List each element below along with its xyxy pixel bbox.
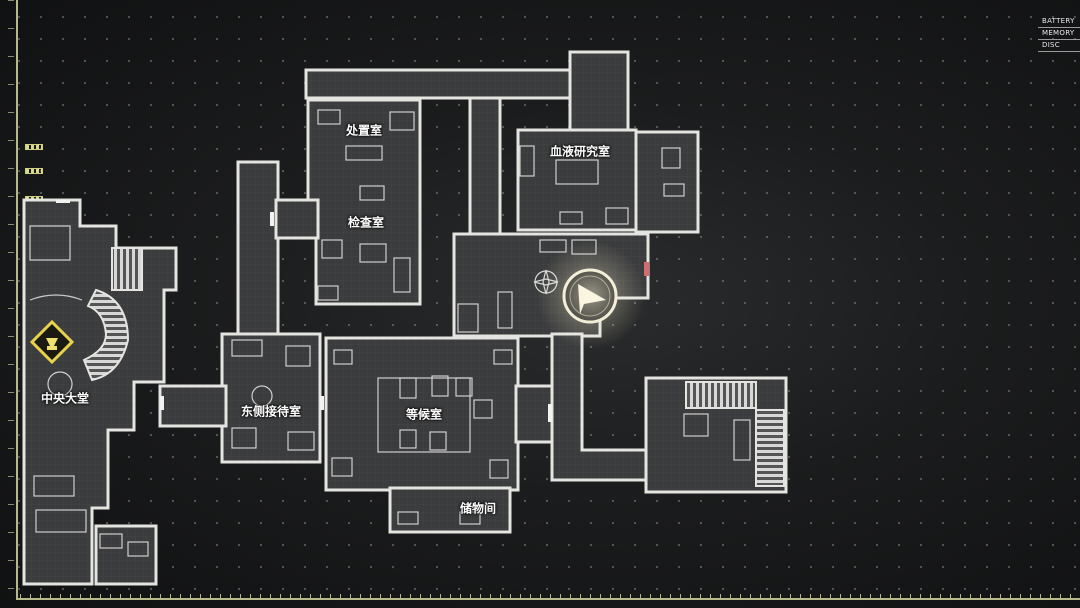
corridor-west-vertical[interactable] bbox=[236, 160, 280, 342]
room-main-hall[interactable] bbox=[22, 198, 178, 586]
locked-door[interactable] bbox=[644, 262, 649, 276]
floor-marker[interactable] bbox=[25, 144, 43, 150]
door[interactable] bbox=[160, 396, 164, 410]
corridor-link[interactable] bbox=[274, 198, 320, 240]
memory-label: MEMORY bbox=[1038, 28, 1080, 40]
room-lab-annex[interactable] bbox=[634, 130, 700, 234]
floor-marker[interactable] bbox=[25, 168, 43, 174]
blood-lab-tower[interactable] bbox=[568, 50, 630, 134]
typewriter-diamond-icon[interactable] bbox=[29, 319, 75, 365]
player-arrow-icon bbox=[562, 268, 618, 324]
room-label-blood-lab: 血液研究室 bbox=[549, 144, 611, 159]
room-label-east-reception: 东侧接待室 bbox=[240, 404, 302, 419]
doors[interactable] bbox=[56, 200, 649, 422]
room-furniture bbox=[29, 109, 751, 557]
curved-staircase[interactable] bbox=[82, 288, 130, 382]
door[interactable] bbox=[56, 200, 70, 203]
door[interactable] bbox=[548, 404, 552, 422]
hall-south-room[interactable] bbox=[94, 524, 158, 586]
waiting-room-east-wing[interactable] bbox=[514, 384, 554, 444]
room-label-main-hall: 中央大堂 bbox=[40, 391, 90, 406]
door[interactable] bbox=[320, 396, 324, 410]
corridor-vertical-mid[interactable] bbox=[468, 96, 502, 238]
east-corridor[interactable] bbox=[550, 332, 654, 482]
room-label-exam: 检查室 bbox=[347, 215, 385, 230]
disc-label: DISC bbox=[1038, 40, 1080, 52]
room-east-reception[interactable] bbox=[220, 332, 322, 464]
room-label-treatment: 处置室 bbox=[345, 123, 383, 138]
west-hallway[interactable] bbox=[158, 384, 228, 428]
stairs[interactable] bbox=[111, 247, 143, 291]
door[interactable] bbox=[270, 212, 274, 226]
room-label-storage: 储物间 bbox=[459, 501, 497, 516]
frame-bottom-ticks bbox=[20, 594, 1080, 598]
stairs[interactable] bbox=[685, 381, 757, 409]
central-vestibule[interactable] bbox=[452, 232, 650, 338]
frame-left-edge bbox=[16, 0, 18, 600]
top-corridor[interactable] bbox=[304, 68, 572, 100]
frame-bottom-edge bbox=[16, 598, 1080, 600]
stairs[interactable] bbox=[755, 409, 785, 487]
frame-left-ticks bbox=[8, 0, 14, 600]
room-label-waiting: 等候室 bbox=[405, 407, 443, 422]
status-panel: BATTERY MEMORY DISC bbox=[1038, 16, 1080, 52]
battery-label: BATTERY bbox=[1038, 16, 1080, 28]
